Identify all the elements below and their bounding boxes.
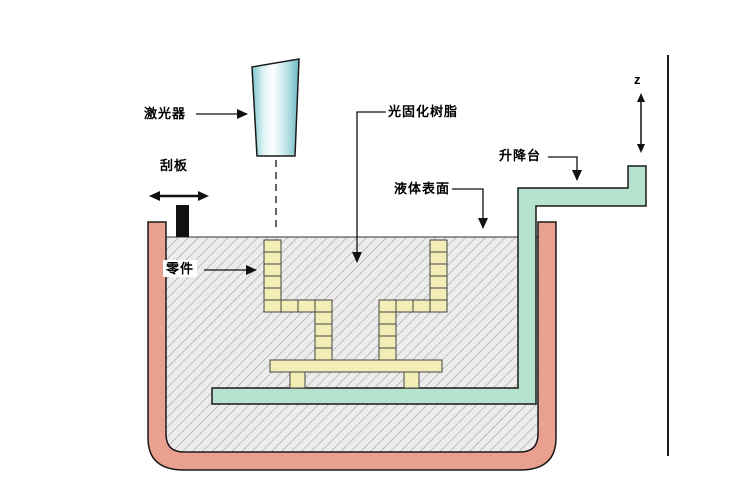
elevator-label-arrow <box>548 156 582 181</box>
label-resin: 光固化树脂 <box>388 104 459 119</box>
tank-vat <box>147 221 557 471</box>
scraper-motion-arrow <box>149 191 209 201</box>
surface-label-arrow <box>452 188 488 229</box>
scraper-blade <box>176 205 189 237</box>
resin-liquid <box>165 236 539 453</box>
label-laser: 激光器 <box>144 106 187 121</box>
label-part: 零件 <box>163 260 198 277</box>
resin-label-arrow <box>352 111 386 263</box>
z-axis-arrow <box>637 93 645 153</box>
label-surface: 液体表面 <box>394 181 451 196</box>
part-blocks <box>263 239 448 389</box>
elevator-platform <box>211 165 647 405</box>
label-scraper: 刮板 <box>160 158 189 173</box>
laser-device <box>251 58 300 157</box>
label-z-axis: z <box>634 72 642 87</box>
label-elevator: 升降台 <box>499 148 542 163</box>
